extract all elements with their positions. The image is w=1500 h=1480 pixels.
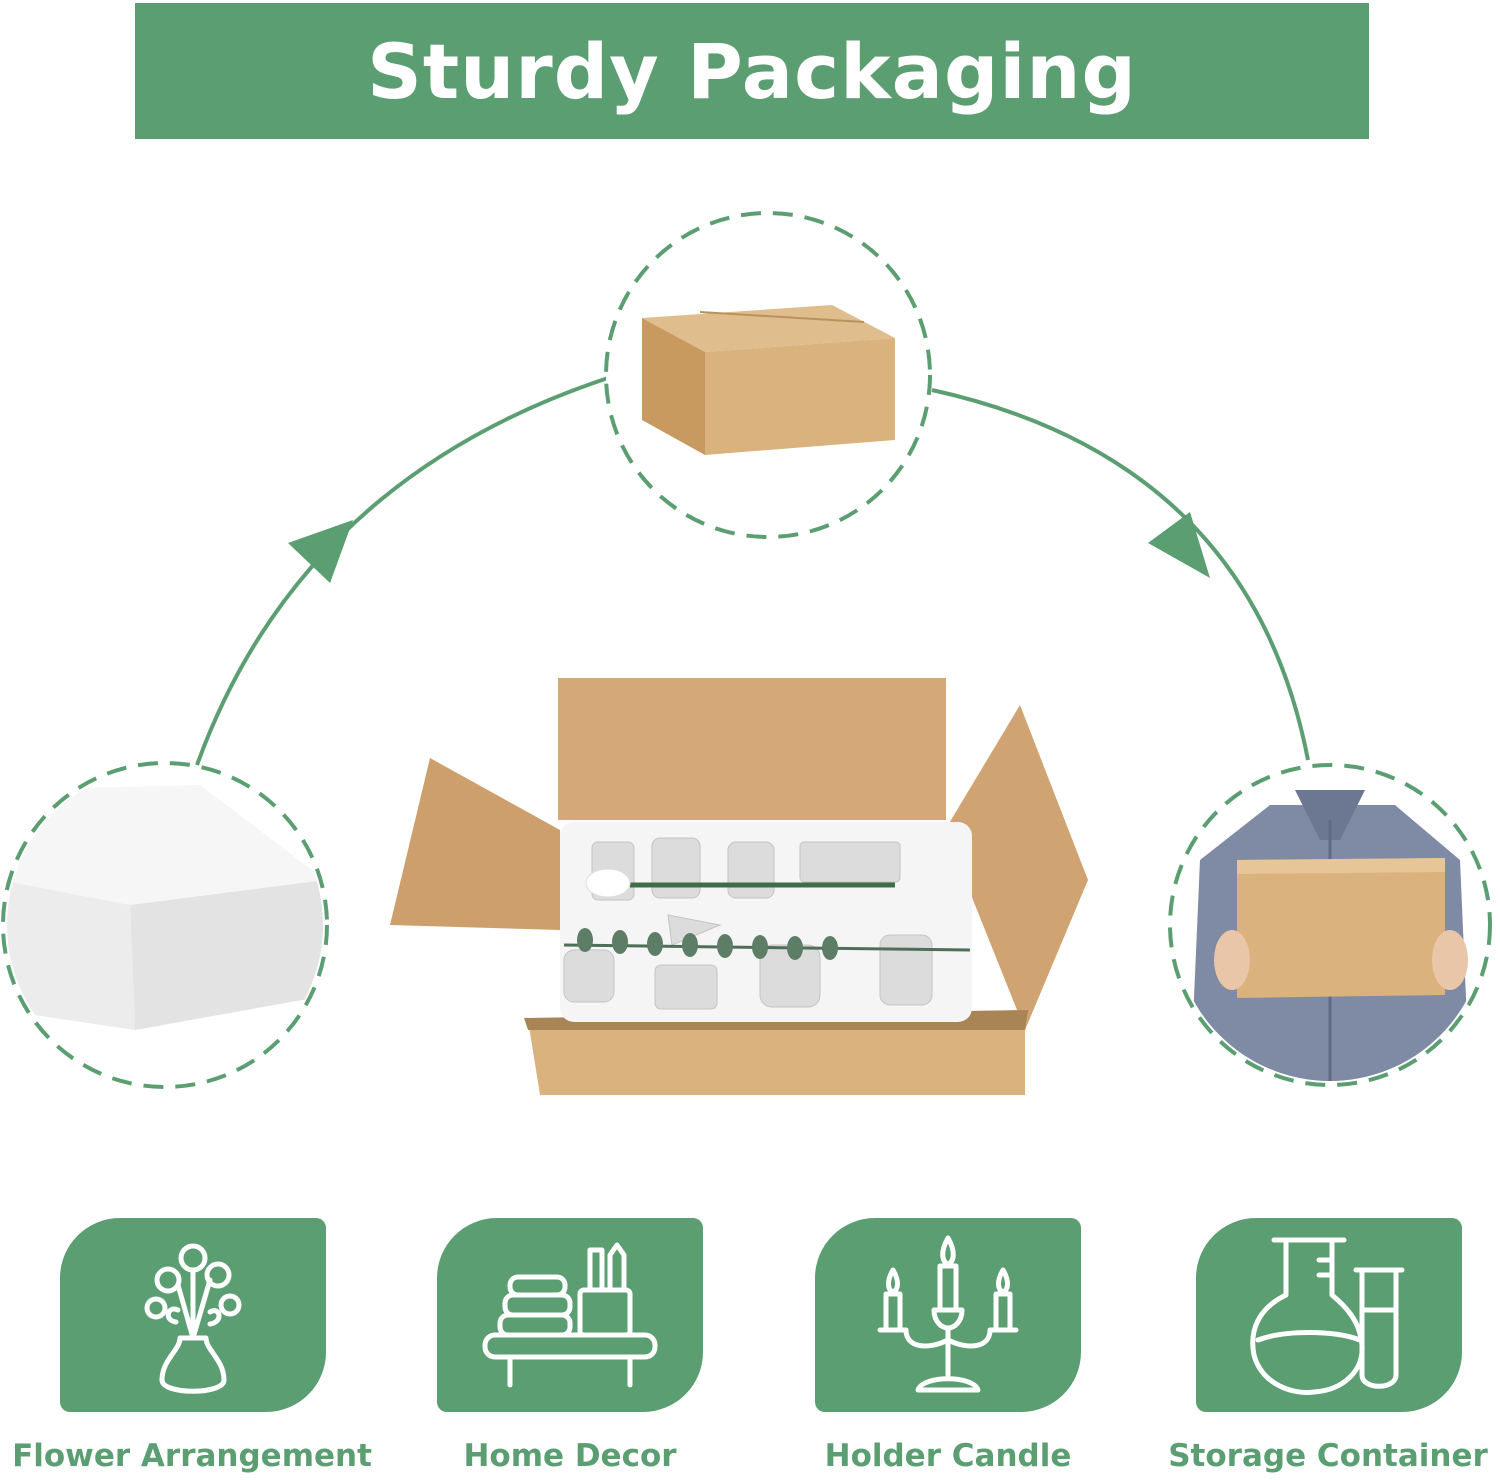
packaging-flow-diagram: [1, 211, 1492, 1095]
closed-box-icon: [604, 211, 932, 539]
flow-arrow-right: [931, 388, 1310, 761]
caption-flower-arrangement: Flower Arrangement: [12, 1438, 372, 1474]
title-banner: Sturdy Packaging: [135, 3, 1369, 139]
use-tile-home-decor: [437, 1218, 703, 1412]
candelabra-icon: [877, 1235, 1019, 1393]
page-title: Sturdy Packaging: [367, 26, 1137, 116]
books-pen-holder-icon: [482, 1242, 658, 1388]
use-tile-flower-arrangement: [60, 1218, 326, 1412]
lab-flask-icon: [1250, 1237, 1405, 1396]
caption-holder-candle: Holder Candle: [824, 1438, 1072, 1474]
open-box-with-vases-icon: [390, 678, 1088, 1095]
delivery-person-icon: [1168, 763, 1492, 1087]
caption-storage-container: Storage Container: [1168, 1438, 1488, 1474]
use-tile-storage-container: [1196, 1218, 1462, 1412]
flow-arrow-left: [195, 376, 609, 766]
caption-home-decor: Home Decor: [463, 1438, 677, 1474]
foam-block-icon: [1, 761, 329, 1089]
use-tile-holder-candle: [815, 1218, 1081, 1412]
flower-vase-icon: [144, 1243, 242, 1394]
arrow-head-left: [288, 520, 353, 583]
arrow-head-right: [1148, 512, 1210, 578]
